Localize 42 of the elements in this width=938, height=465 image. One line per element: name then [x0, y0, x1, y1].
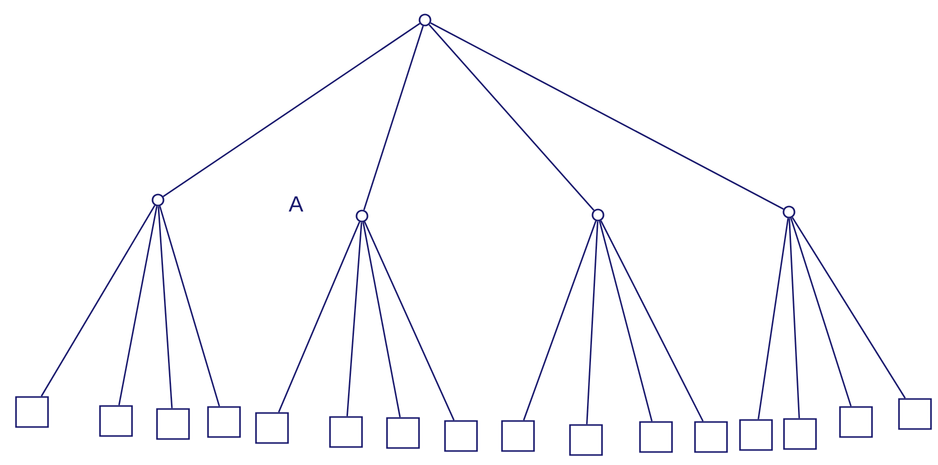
square-node: [694, 421, 728, 453]
square-node: [386, 417, 420, 449]
connector-line: [118, 206, 158, 406]
connector-line: [600, 220, 704, 422]
square-node: [639, 421, 673, 453]
square-node: [569, 424, 603, 456]
square-node: [739, 419, 773, 451]
square-node: [207, 406, 241, 438]
square-node: [156, 408, 190, 440]
node-label: A: [288, 196, 304, 212]
connector-line: [758, 218, 789, 420]
connector-line: [158, 206, 173, 408]
connector-line: [278, 222, 360, 412]
square-node: [444, 420, 478, 452]
connector-line: [159, 206, 220, 406]
circle-node: [782, 206, 796, 218]
square-node: [839, 406, 873, 438]
square-node: [99, 405, 133, 437]
circle-node: [356, 210, 368, 222]
connector-line: [363, 26, 424, 210]
connector-line: [792, 216, 906, 399]
circle-node: [152, 194, 164, 206]
connector-line: [598, 220, 653, 422]
connector-line: [162, 22, 420, 198]
connector-line: [428, 24, 594, 211]
connector-line: [586, 221, 598, 424]
square-node: [783, 418, 817, 450]
square-node: [898, 398, 932, 430]
connector-line: [362, 222, 401, 418]
connector-line: [523, 220, 597, 420]
square-node: [255, 412, 289, 444]
square-node: [329, 416, 363, 448]
square-node: [15, 396, 49, 428]
connector-line: [788, 218, 800, 418]
circle-node: [592, 208, 604, 222]
connector-line: [364, 221, 455, 420]
connector-line: [430, 22, 784, 210]
square-node: [501, 420, 535, 452]
connector-line: [40, 205, 156, 397]
connector-line: [346, 222, 362, 416]
circle-node: [418, 14, 432, 26]
connector-line: [790, 218, 852, 406]
